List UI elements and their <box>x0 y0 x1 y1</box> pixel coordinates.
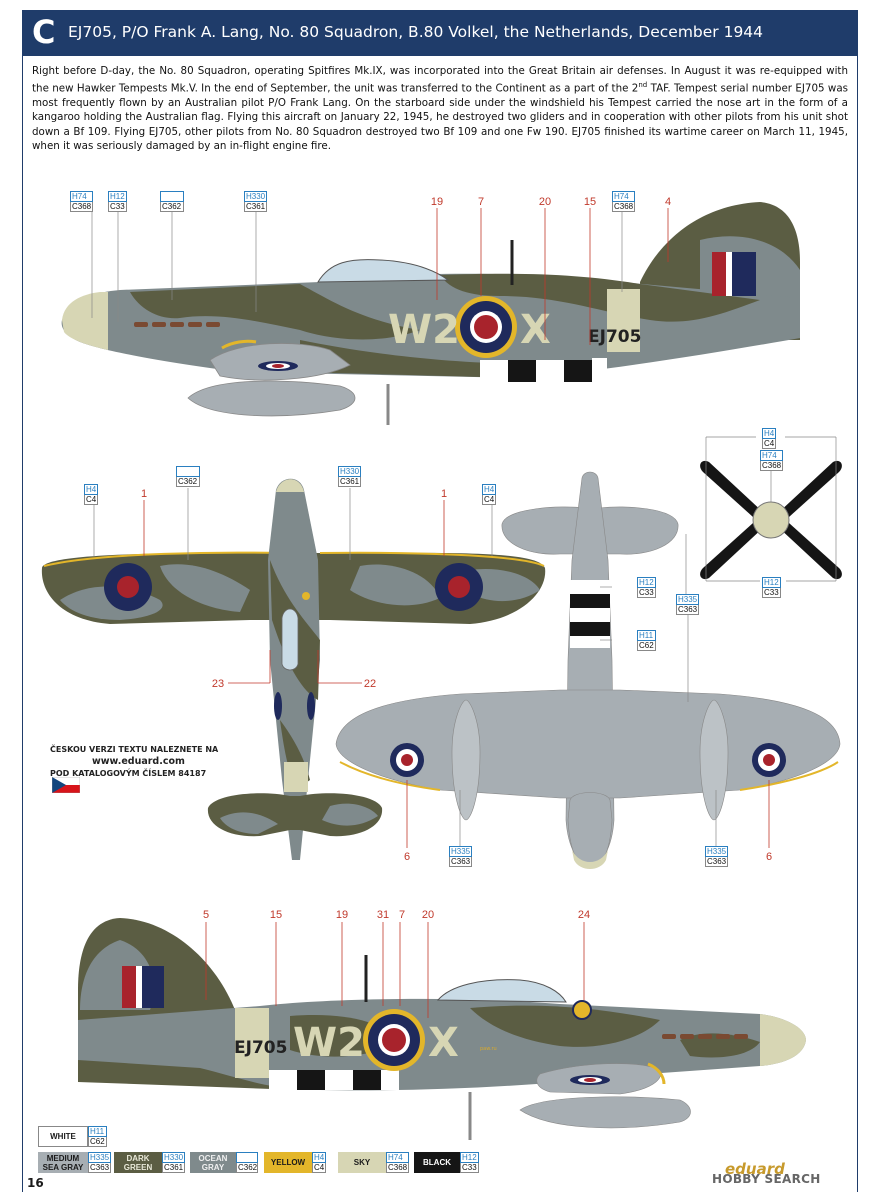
czech-version-note: ČESKOU VERZI TEXTU NALEZNETE NA www.edua… <box>50 744 260 780</box>
right-code-w2: W2 <box>293 1020 365 1066</box>
right-side-profile: W2 X EJ705 paw.ru <box>78 918 806 1140</box>
callout-20-right: 20 <box>422 909 434 921</box>
top-view <box>41 478 546 860</box>
callout-7-right: 7 <box>399 909 405 921</box>
callout-5-right: 5 <box>203 909 209 921</box>
right-code-x: X <box>428 1020 459 1066</box>
czech-line-3: POD KATALOGOVÝM ČÍSLEM 84187 <box>50 769 207 778</box>
eduard-logo: eduard <box>725 1160 785 1178</box>
left-serial: EJ705 <box>588 327 641 347</box>
code-top-ocean-gray: C362 <box>176 466 200 487</box>
page-number: 16 <box>27 1176 44 1190</box>
propeller-view <box>700 460 842 580</box>
swatch-medium-sea-gray: MEDIUM SEA GRAY <box>38 1152 88 1173</box>
callout-7-left: 7 <box>478 196 484 208</box>
callout-leader-lines <box>143 208 770 1018</box>
code-leader-lines <box>91 210 837 846</box>
czech-line-1: ČESKOU VERZI TEXTU NALEZNETE NA <box>50 745 219 754</box>
swatch-yellow: YELLOW <box>264 1152 312 1173</box>
left-code-w2: W2 <box>388 307 460 353</box>
left-code-x: X <box>520 307 551 353</box>
callout-23: 23 <box>212 678 224 690</box>
scheme-title: EJ705, P/O Frank A. Lang, No. 80 Squadro… <box>68 23 764 41</box>
code-left-ocean-gray: C362 <box>160 191 184 212</box>
right-serial: EJ705 <box>234 1038 287 1058</box>
bottom-view <box>335 471 841 869</box>
description-part2: TAF. Tempest serial number EJ705 was mos… <box>32 82 848 152</box>
callout-15-left: 15 <box>584 196 596 208</box>
callout-31-right: 31 <box>377 909 389 921</box>
nose-art-caption: paw.ru <box>480 1046 497 1052</box>
swatch-ocean-gray: OCEAN GRAY <box>190 1152 236 1173</box>
callout-4-left: 4 <box>665 196 671 208</box>
page-frame <box>22 10 858 1192</box>
description-part1: Right before D-day, the No. 80 Squadron,… <box>32 65 848 95</box>
callout-numbers: 19 7 20 15 4 1 1 23 22 6 6 5 15 19 31 7 … <box>141 196 772 921</box>
scheme-letter: C <box>32 13 56 51</box>
callout-1-top-left: 1 <box>141 488 147 500</box>
swatch-dark-green: DARK GREEN <box>114 1152 162 1173</box>
czech-flag <box>52 777 80 793</box>
description-sup: nd <box>638 81 648 90</box>
hobby-search-watermark: HOBBY SEARCH <box>712 1172 821 1186</box>
swatch-black: BLACK <box>414 1152 460 1173</box>
callout-15-right: 15 <box>270 909 282 921</box>
swatch-sky: SKY <box>338 1152 386 1173</box>
header-bar: C EJ705, P/O Frank A. Lang, No. 80 Squad… <box>22 10 858 56</box>
callout-20-left: 20 <box>539 196 551 208</box>
callout-6-bottom-right: 6 <box>766 851 772 863</box>
swatch-ocean-gray-code: C362 <box>236 1152 258 1173</box>
czech-url: www.eduard.com <box>92 756 185 767</box>
callout-6-bottom-left: 6 <box>404 851 410 863</box>
callout-19-right: 19 <box>336 909 348 921</box>
left-side-profile: W2 X EJ705 <box>61 202 800 425</box>
callout-19-left: 19 <box>431 196 443 208</box>
callout-24-right: 24 <box>578 909 590 921</box>
callout-1-top-right: 1 <box>441 488 447 500</box>
callout-22: 22 <box>364 678 376 690</box>
swatch-white: WHITE <box>38 1126 88 1147</box>
scheme-description: Right before D-day, the No. 80 Squadron,… <box>32 64 848 153</box>
